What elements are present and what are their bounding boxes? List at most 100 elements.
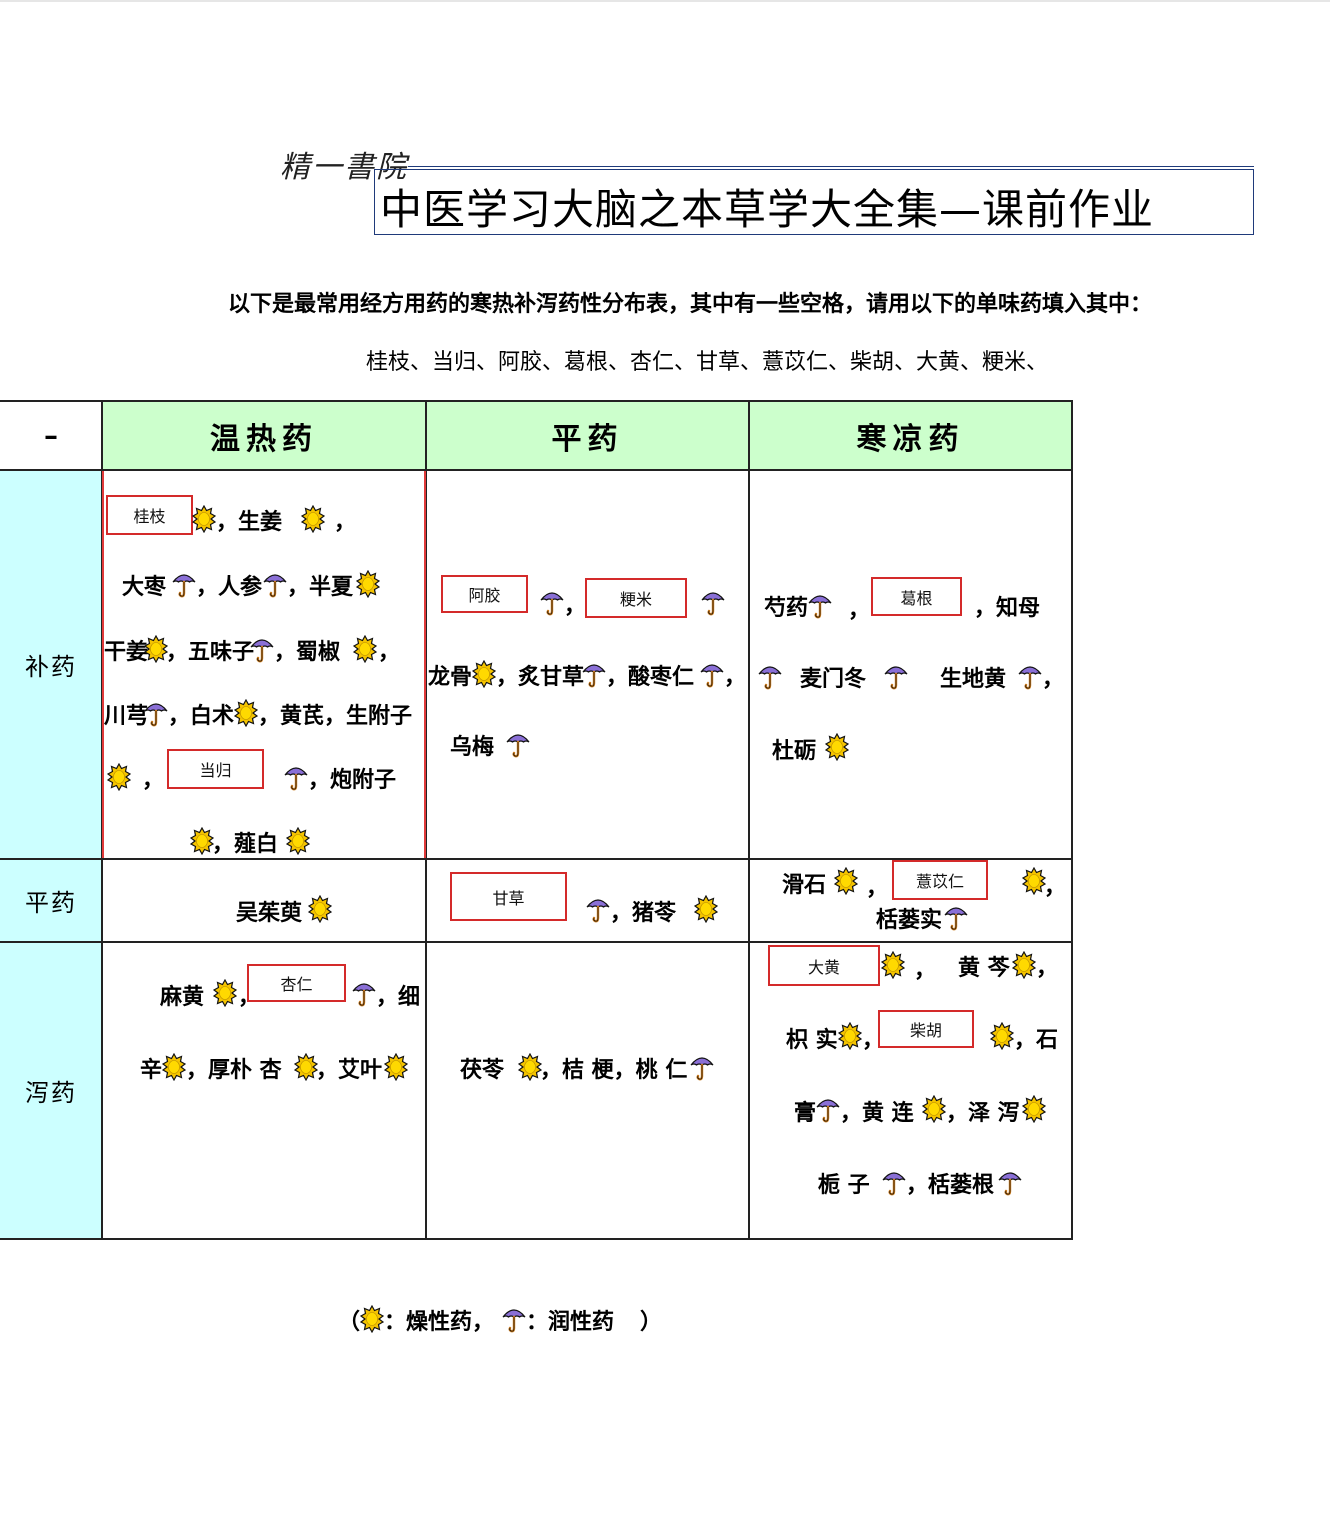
herb-text: ，黄芪，生附子 <box>258 703 413 729</box>
herb-text: 麦门冬 <box>800 666 867 692</box>
moist-icon <box>690 1053 714 1081</box>
dry-icon <box>286 827 310 855</box>
answer-box[interactable]: 阿胶 <box>441 575 528 613</box>
herb-text: ， <box>378 639 401 665</box>
moist-icon <box>144 699 168 727</box>
herb-text: ， <box>1036 955 1059 981</box>
answer-box[interactable]: 葛根 <box>871 577 962 616</box>
answer-box[interactable]: 大黄 <box>768 945 880 986</box>
answer-box[interactable]: 杏仁 <box>247 964 346 1002</box>
herb-text: ， <box>1044 874 1067 900</box>
moist-icon <box>882 1168 906 1196</box>
column-header-warm: 温热药 <box>102 401 426 470</box>
moist-icon <box>582 660 606 688</box>
moist-icon <box>172 570 196 598</box>
legend-open: （ <box>338 1309 361 1335</box>
top-border <box>0 0 1330 2</box>
moist-icon <box>1018 662 1042 690</box>
answer-box[interactable]: 桂枝 <box>106 495 193 535</box>
herb-text: 吴茱萸 <box>236 900 303 926</box>
grid-line <box>0 469 1073 471</box>
herb-text: ，泽 泻 <box>946 1100 1020 1126</box>
herb-text: ，蜀椒 <box>274 639 341 665</box>
answer-box[interactable]: 当归 <box>167 749 264 789</box>
herb-text: ， <box>1042 666 1065 692</box>
answer-box[interactable]: 薏苡仁 <box>892 860 988 900</box>
herb-list: 桂枝、当归、阿胶、葛根、杏仁、甘草、薏苡仁、柴胡、大黄、粳米、 <box>366 350 1049 375</box>
dry-icon <box>694 895 718 923</box>
herb-text: 干姜 <box>104 639 149 665</box>
moist-icon <box>502 1305 526 1333</box>
herb-text: 麻黄 <box>160 984 205 1010</box>
herb-text: ，白术 <box>168 703 235 729</box>
intro-text: 以下是最常用经方用药的寒热补泻药性分布表，其中有一些空格，请用以下的单味药填入其… <box>228 292 1153 317</box>
dry-icon <box>472 660 496 688</box>
moist-icon <box>284 763 308 791</box>
grid-line <box>0 858 1073 860</box>
answer-box[interactable]: 柴胡 <box>878 1010 974 1048</box>
herb-text: 滑石 <box>782 872 827 898</box>
row-header-neutral: 平药 <box>0 859 102 942</box>
herb-text: ， <box>848 597 871 623</box>
legend-dry-label: ：燥性药， <box>384 1309 495 1335</box>
moist-icon <box>944 903 968 931</box>
dry-icon <box>1012 951 1036 979</box>
moist-icon <box>506 730 530 758</box>
herb-text: ，人参 <box>196 574 263 600</box>
herb-text: ，黄 连 <box>840 1100 914 1126</box>
answer-box[interactable]: 粳米 <box>585 578 687 618</box>
moist-icon <box>540 588 564 616</box>
dry-icon <box>356 570 380 598</box>
moist-icon <box>352 979 376 1007</box>
dry-icon <box>518 1053 542 1081</box>
row-header-purge: 泻药 <box>0 942 102 1239</box>
herb-text: 生地黄 <box>940 666 1007 692</box>
grid-line <box>1071 400 1073 1240</box>
herb-text: ，薤白 <box>212 831 279 857</box>
herb-text: ，炮附子 <box>308 767 397 793</box>
moist-icon <box>250 635 274 663</box>
dry-icon <box>922 1095 946 1123</box>
herb-text: ，五味子 <box>166 639 255 665</box>
grid-line <box>748 400 750 1240</box>
grid-line <box>0 400 1073 402</box>
herb-text: ，酸枣仁 <box>606 664 695 690</box>
herb-text: 栝蒌实 <box>876 907 943 933</box>
dry-icon <box>301 505 325 533</box>
herb-text: ， <box>564 593 587 619</box>
dry-icon <box>838 1022 862 1050</box>
dry-icon <box>234 699 258 727</box>
dry-icon <box>213 979 237 1007</box>
herb-text: ， <box>914 957 937 983</box>
dry-icon <box>190 827 214 855</box>
herb-text: ，厚朴 杏 <box>186 1057 282 1083</box>
herb-text: ，生姜 <box>216 509 283 535</box>
herb-text: ，艾叶 <box>316 1057 383 1083</box>
herb-text: 川芎 <box>104 703 149 729</box>
dry-icon <box>294 1053 318 1081</box>
herb-text: ，栝蒌根 <box>906 1172 995 1198</box>
logo-text: 精一書院 <box>280 150 408 185</box>
herb-text: 黄 芩 <box>958 955 1010 981</box>
herb-text: ，半夏 <box>287 574 354 600</box>
herb-text: ，炙甘草 <box>496 664 585 690</box>
table-corner: – <box>44 419 58 452</box>
moist-icon <box>700 660 724 688</box>
dry-icon <box>360 1305 384 1333</box>
dry-icon <box>384 1053 408 1081</box>
dry-icon <box>881 951 905 979</box>
herb-text: 芍药 <box>764 595 809 621</box>
herb-text: ， <box>724 664 747 690</box>
dry-icon <box>353 635 377 663</box>
dry-icon <box>990 1022 1014 1050</box>
herb-text: ， <box>334 509 357 535</box>
moist-icon <box>701 588 725 616</box>
herb-text: 乌梅 <box>450 734 495 760</box>
herb-text: 枳 实 <box>786 1027 838 1053</box>
herb-text: 栀 子 <box>818 1172 870 1198</box>
cell-highlight-border <box>102 471 104 858</box>
page-title: 中医学习大脑之本草学大全集—课前作业 <box>380 185 1155 234</box>
answer-box[interactable]: 甘草 <box>450 872 567 921</box>
herb-text: 茯苓 <box>460 1057 505 1083</box>
herb-text: 杜砺 <box>772 738 817 764</box>
